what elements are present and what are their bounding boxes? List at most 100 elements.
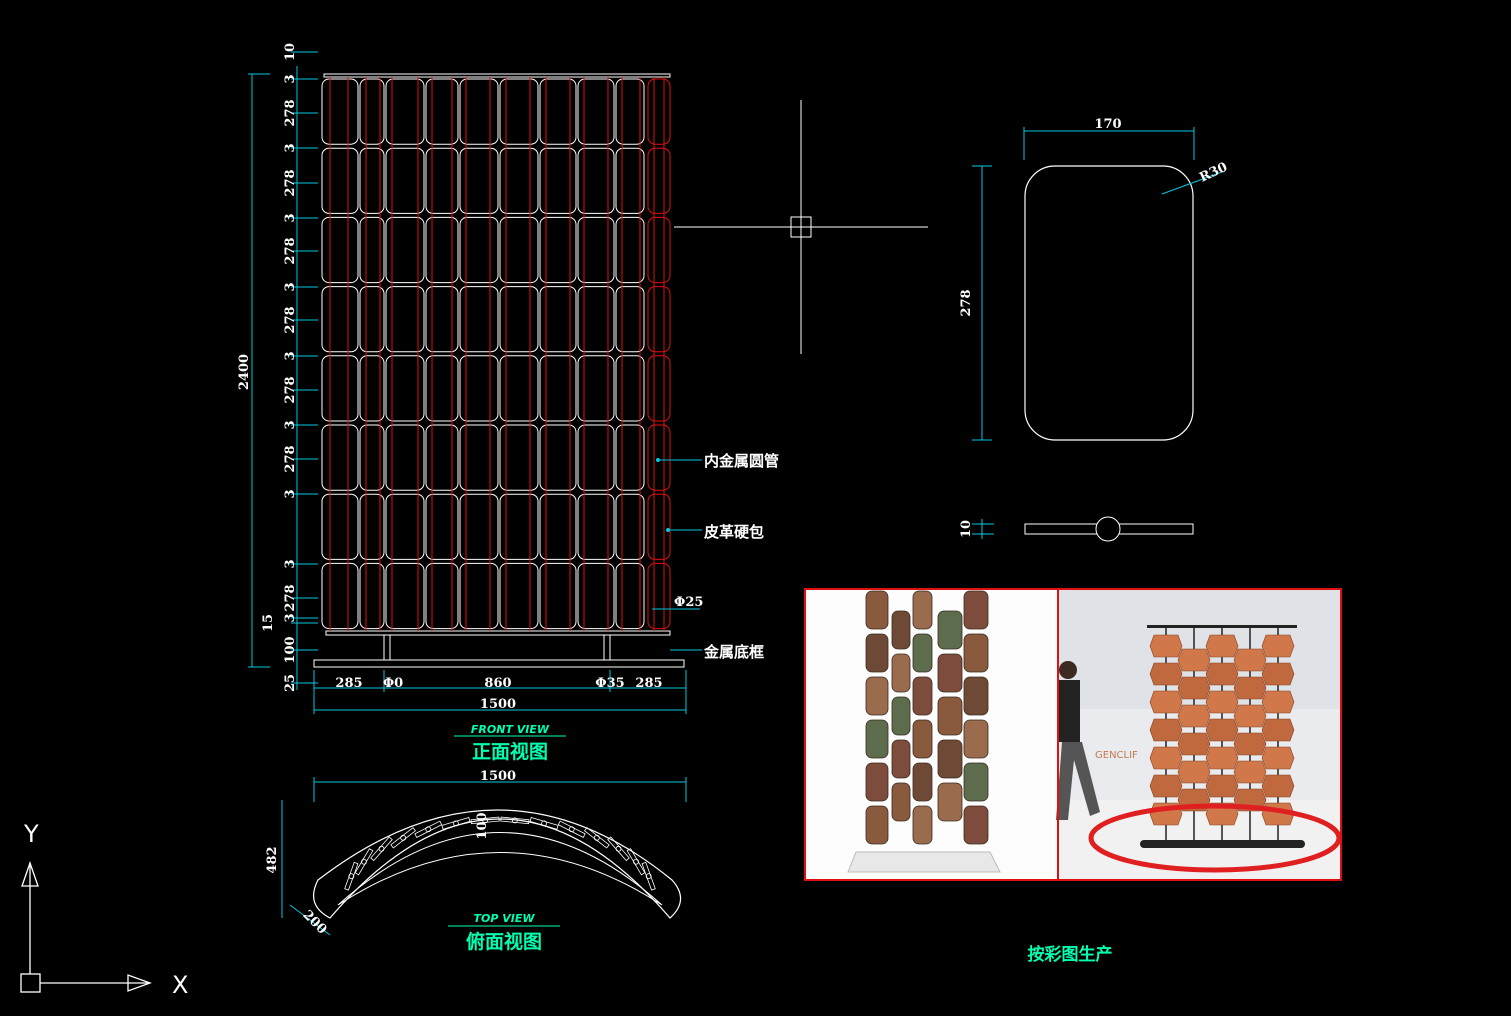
- arc-module-panel: [557, 820, 586, 838]
- photo2-hex-panel: [1261, 690, 1295, 714]
- photo2-hex-panel: [1205, 746, 1239, 770]
- crosshair-cursor[interactable]: [674, 100, 928, 354]
- photo2-hex-panel: [1149, 774, 1183, 798]
- arc-module-tube: [482, 817, 489, 824]
- leather-tile: [385, 78, 425, 145]
- photo2-wall-sign: GENCLIF: [1095, 750, 1138, 761]
- leather-tile: [425, 216, 459, 284]
- photo2-hex-panel: [1233, 760, 1267, 784]
- photo2-person: [1056, 661, 1100, 820]
- leather-tile: [425, 147, 459, 214]
- photo1-leather-tile: [963, 805, 989, 845]
- photo1-leather-tile: [937, 696, 963, 736]
- arc-module: [344, 861, 359, 891]
- leather-tile: [425, 424, 459, 491]
- leather-tile: [385, 424, 425, 491]
- photo2-hex-panel: [1233, 648, 1267, 672]
- leather-tile: [499, 355, 539, 422]
- leather-tile: [385, 147, 425, 214]
- row-dimension-label: 25: [283, 674, 298, 692]
- photo1-base: [847, 851, 1001, 873]
- photo1-leather-tile: [963, 676, 989, 716]
- photo2-hex-panel: [1177, 676, 1211, 700]
- arc-module: [557, 820, 586, 838]
- module-section-tube: [1095, 516, 1121, 542]
- module-width-label: 170: [1094, 117, 1121, 132]
- arc-module: [607, 836, 630, 862]
- dim-860: 860: [484, 676, 511, 691]
- front-view-title-en: FRONT VIEW: [471, 723, 550, 736]
- photo1-leather-tile: [912, 590, 933, 630]
- arc-module: [626, 848, 646, 876]
- photo1-leather-tile: [912, 719, 933, 759]
- leather-tile: [459, 286, 499, 353]
- photo1-leather-tile: [865, 719, 889, 759]
- photo1-leather-tile: [963, 590, 989, 630]
- arc-module: [354, 848, 374, 876]
- photo1-leather-tile: [865, 676, 889, 716]
- photo2-hex-panel: [1149, 634, 1183, 658]
- row-dimension-label: 3: [283, 143, 298, 152]
- module-thickness-label: 10: [959, 520, 974, 538]
- person-head: [1059, 661, 1077, 679]
- ucs-y-arrow: [21, 861, 39, 887]
- leather-tile: [321, 493, 359, 560]
- leather-tile: [321, 78, 359, 145]
- leather-tile: [615, 147, 645, 214]
- leather-tile: [425, 78, 459, 145]
- arc-module-tube: [633, 858, 639, 865]
- leather-tile: [359, 355, 385, 422]
- arc-module-tube: [378, 845, 385, 852]
- ucs-icon: Y X: [20, 820, 188, 999]
- leather-tile: [647, 562, 671, 630]
- arc-module: [414, 820, 443, 838]
- arc-module: [390, 827, 417, 849]
- row-dimension-label: 3: [283, 489, 298, 498]
- crosshair-pickbox: [790, 216, 812, 238]
- front-view: 2400 10327832783278327832783278332783151…: [237, 43, 779, 763]
- leather-tile-grid: [321, 78, 671, 630]
- leather-tile: [539, 147, 577, 214]
- leather-tile: [539, 216, 577, 284]
- arc-module-panel: [500, 816, 530, 825]
- photo2-hex-panel: [1205, 634, 1239, 658]
- arc-module-tube: [425, 826, 432, 833]
- callout-dot-leather: [666, 528, 670, 532]
- leather-tile: [459, 562, 499, 630]
- leather-tile: [385, 355, 425, 422]
- leather-tile: [615, 355, 645, 422]
- reference-photos-frame: [804, 588, 1342, 881]
- photo2-hex-panel: [1261, 634, 1295, 658]
- photo1-leather-tile: [937, 782, 963, 822]
- ucs-y-label: Y: [23, 820, 39, 848]
- photo1-leather-tile: [865, 805, 889, 845]
- row-dimension-label: 3: [283, 351, 298, 360]
- photo1-leather-tile: [891, 610, 911, 650]
- photo2-hex-panel: [1177, 648, 1211, 672]
- bottom-dimension-chain: 285 Φ0 860 Φ35 285 1500: [313, 670, 687, 714]
- row-dimension-label: 100: [283, 636, 298, 663]
- leather-tile: [321, 424, 359, 491]
- arc-module-panel: [626, 848, 646, 876]
- arc-inner-outline: [337, 832, 663, 906]
- arc-module-tube: [568, 826, 575, 833]
- leather-tile: [577, 78, 615, 145]
- leather-tile: [539, 286, 577, 353]
- photo1-leather-tile: [891, 653, 911, 693]
- leather-tile: [459, 147, 499, 214]
- arc-module-tube: [541, 820, 547, 827]
- arc-outer-outline: [312, 809, 682, 919]
- leather-tile: [499, 424, 539, 491]
- leather-tile: [321, 355, 359, 422]
- leather-tile: [321, 216, 359, 284]
- photo2-hex-panel: [1261, 746, 1295, 770]
- top-rail: [323, 73, 671, 78]
- leather-tile: [385, 216, 425, 284]
- dim-phi35: Φ35: [595, 676, 624, 691]
- leather-tile: [577, 286, 615, 353]
- leather-tile: [459, 493, 499, 560]
- left-dimension-chain: 2400 10327832783278327832783278332783151…: [237, 43, 318, 692]
- photo1-leather-tile: [891, 739, 911, 779]
- photo1-leather-tile: [937, 610, 963, 650]
